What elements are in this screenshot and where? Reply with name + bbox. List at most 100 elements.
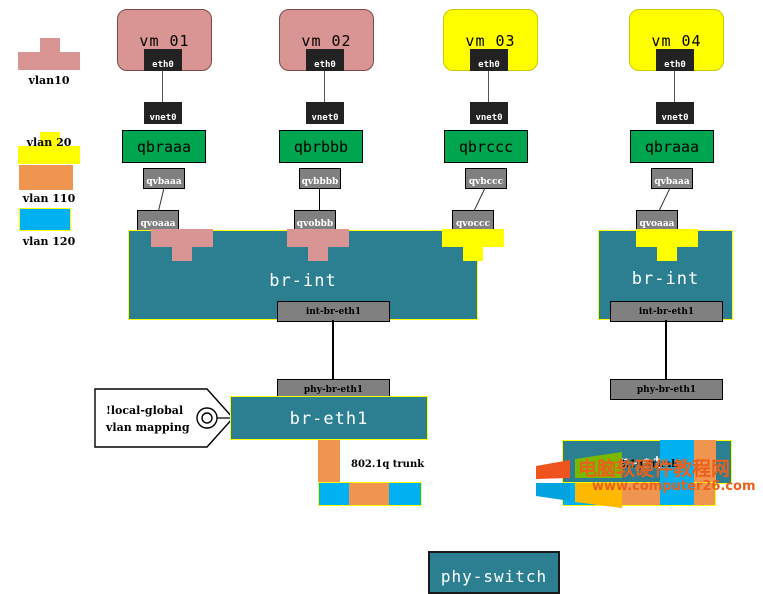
qbr-label-2: qbrbbb — [293, 137, 349, 156]
watermark-text-url: www.computer26.com — [592, 479, 756, 494]
int-br-eth1-left-label: int-br-eth1 — [305, 306, 362, 317]
wire-qvb-qvo-2 — [319, 188, 320, 211]
vnet-box-3[interactable]: vnet0 — [470, 102, 508, 124]
phy-br-eth1-right[interactable]: phy-br-eth1 — [610, 379, 723, 400]
vnet-label-2: vnet0 — [311, 113, 339, 123]
trunk-bar-left-vlan120-b — [389, 483, 421, 505]
legend-label-vlan10: vlan10 — [28, 74, 70, 87]
trunk-label-right: 802.1q trunk — [605, 459, 679, 470]
pedestal-base — [18, 146, 80, 164]
vm-nic-label-1: eth0 — [152, 60, 174, 70]
vm-nic-label-4: eth0 — [664, 60, 686, 70]
qbr-label-1: qbraaa — [136, 137, 192, 156]
note-line-2: vlan mapping — [106, 421, 190, 434]
phy-br-eth1-left-label: phy-br-eth1 — [303, 384, 364, 395]
qvo-box-3[interactable]: qvoccc — [452, 210, 494, 231]
wire-eth0-vnet0-3 — [488, 71, 489, 102]
vnet-label-3: vnet0 — [475, 113, 503, 123]
br-int-left-label: br-int — [269, 271, 337, 291]
vnet-label-1: vnet0 — [149, 113, 177, 123]
qvb-box-3[interactable]: qvbccc — [465, 168, 507, 189]
legend-swatch-vlan10 — [18, 38, 80, 70]
wire-qvb-qvo-4 — [657, 188, 671, 213]
qvb-box-2[interactable]: qvbbbb — [299, 168, 341, 189]
pedestal-base — [287, 229, 349, 247]
qbr-label-4: qbraaa — [644, 137, 700, 156]
phy-switch-label: phy-switch — [440, 567, 548, 586]
legend-label-vlan110: vlan 110 — [22, 192, 76, 205]
vm-nic-eth0-4[interactable]: eth0 — [656, 49, 694, 71]
vm-nic-eth0-2[interactable]: eth0 — [306, 49, 344, 71]
watermark: 电脑软硬件教程网 www.computer26.com — [530, 444, 763, 508]
br-eth1-left-label: br-eth1 — [289, 409, 369, 429]
wire-qvb-qvo-3 — [472, 188, 486, 213]
note-line-1: !local-global — [106, 404, 184, 417]
vm-nic-eth0-3[interactable]: eth0 — [470, 49, 508, 71]
note-tag: !local-global vlan mapping — [94, 388, 234, 448]
qbr-box-4[interactable]: qbraaa — [630, 130, 714, 163]
wire-int-phy-right — [665, 320, 667, 379]
qvo-label-4: qvoaaa — [639, 219, 675, 229]
int-br-eth1-left[interactable]: int-br-eth1 — [277, 301, 390, 322]
note-tag-text: !local-global vlan mapping — [106, 402, 190, 436]
vm-label-1: vm 01 — [139, 32, 190, 50]
windows-logo-icon — [536, 452, 622, 508]
qvb-box-4[interactable]: qvbaaa — [651, 168, 693, 189]
phy-br-eth1-right-label: phy-br-eth1 — [636, 384, 697, 395]
trunk-leg-left — [318, 440, 340, 482]
qbr-label-3: qbrccc — [458, 137, 514, 156]
trunk-leg-right — [694, 440, 716, 482]
vm-label-2: vm 02 — [301, 32, 352, 50]
trunk-label-left: 802.1q trunk — [351, 459, 425, 470]
pedestal-stem — [308, 247, 328, 261]
vnet-box-4[interactable]: vnet0 — [656, 102, 694, 124]
vm-nic-eth0-1[interactable]: eth0 — [144, 49, 182, 71]
qvo-label-2: qvobbb — [296, 219, 334, 229]
qvb-label-3: qvbccc — [468, 177, 504, 187]
vnet-box-2[interactable]: vnet0 — [306, 102, 344, 124]
vlan-pedestal-4 — [636, 229, 698, 261]
legend-label-vlan120: vlan 120 — [22, 235, 76, 248]
int-br-eth1-right[interactable]: int-br-eth1 — [610, 301, 723, 322]
wire-eth0-vnet0-1 — [162, 71, 163, 102]
phy-switch-box[interactable]: phy-switch — [428, 551, 560, 594]
pedestal-base — [151, 229, 213, 247]
pedestal-base — [636, 229, 698, 247]
br-int-right-label: br-int — [631, 269, 700, 289]
qbr-box-1[interactable]: qbraaa — [122, 130, 206, 163]
vnet-box-1[interactable]: vnet0 — [144, 102, 182, 124]
int-br-eth1-right-label: int-br-eth1 — [638, 306, 695, 317]
qvb-label-4: qvbaaa — [654, 177, 690, 187]
vm-nic-label-2: eth0 — [314, 60, 336, 70]
pedestal-base — [442, 229, 504, 247]
watermark-text-cn: 电脑软硬件教程网 — [578, 458, 731, 480]
pedestal-stem — [172, 247, 192, 261]
qvo-label-1: qvoaaa — [140, 219, 176, 229]
br-eth1-left[interactable]: br-eth1 — [230, 396, 428, 440]
qvo-box-1[interactable]: qvoaaa — [137, 210, 179, 231]
vm-label-4: vm 04 — [651, 32, 702, 50]
vlan-pedestal-2 — [287, 229, 349, 261]
pedestal-stem — [40, 132, 60, 146]
pedestal-stem — [40, 38, 60, 52]
wire-eth0-vnet0-4 — [674, 71, 675, 102]
pedestal-stem — [463, 247, 483, 261]
vlan-pedestal-3 — [442, 229, 504, 261]
wire-eth0-vnet0-2 — [324, 71, 325, 102]
qvb-box-1[interactable]: qvbaaa — [143, 168, 185, 189]
legend-label-vlan20: vlan 20 — [26, 136, 72, 149]
qbr-box-3[interactable]: qbrccc — [444, 130, 528, 163]
qvo-box-2[interactable]: qvobbb — [294, 210, 336, 231]
wire-int-phy-left — [332, 320, 334, 379]
qvo-box-4[interactable]: qvoaaa — [636, 210, 678, 231]
pedestal-base — [18, 52, 80, 70]
qvo-label-3: qvoccc — [456, 219, 490, 229]
qvb-label-2: qvbbbb — [301, 177, 339, 187]
legend-swatch-vlan110 — [19, 165, 73, 190]
qbr-box-2[interactable]: qbrbbb — [279, 130, 363, 163]
trunk-bar-left-vlan120-a — [319, 483, 349, 505]
legend: vlan10 vlan 20 vlan 110 vlan 120 — [0, 0, 100, 260]
vlan-pedestal-1 — [151, 229, 213, 261]
legend-swatch-vlan20 — [18, 132, 80, 164]
qvb-label-1: qvbaaa — [146, 177, 182, 187]
